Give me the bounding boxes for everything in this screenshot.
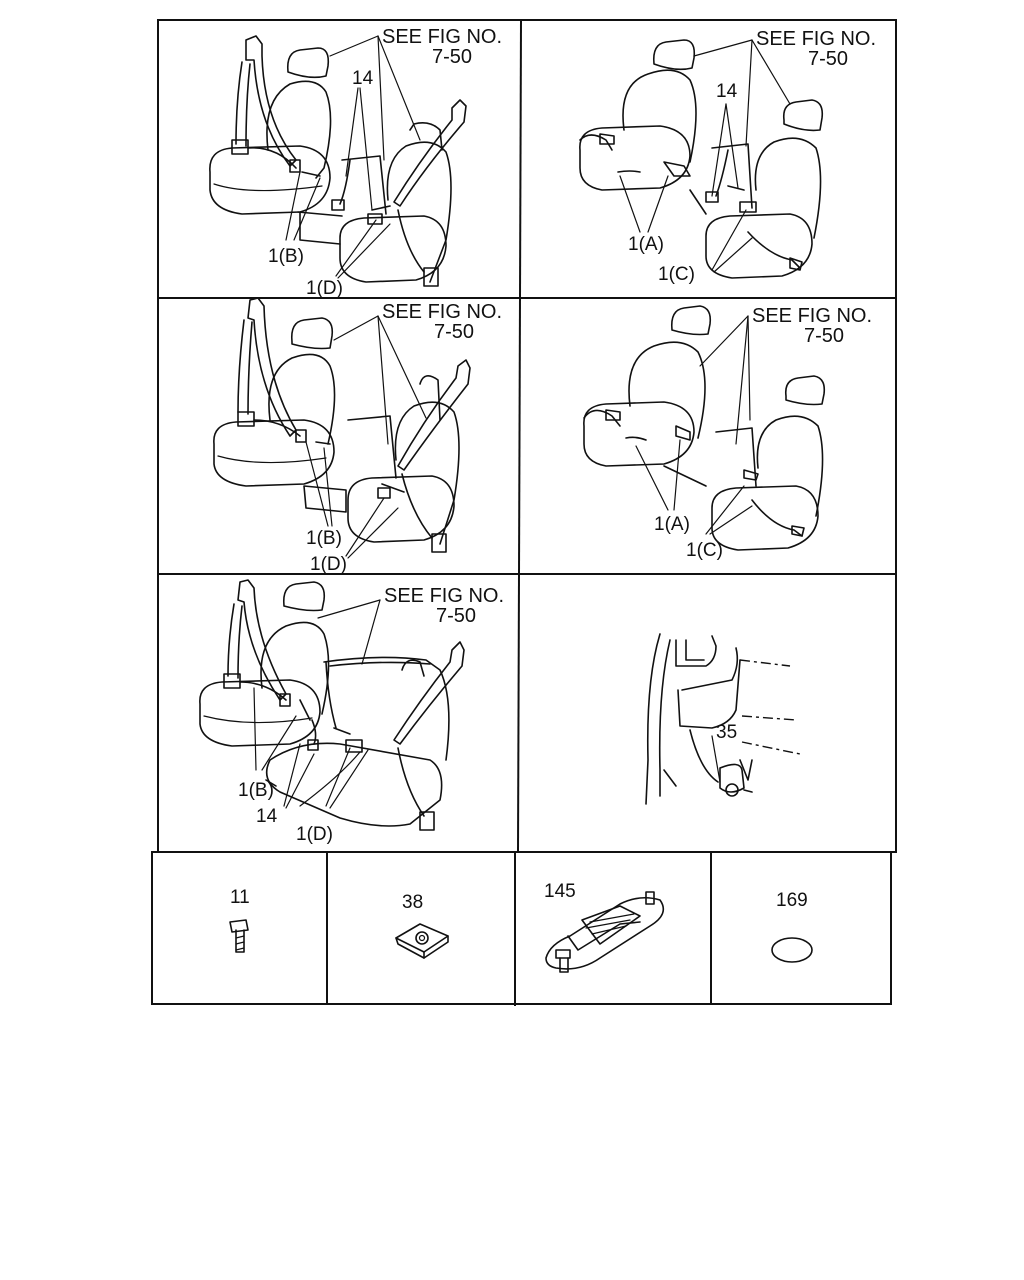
part-169-grommet: 169 (771, 890, 813, 963)
part-label-1c: 1(C) (658, 264, 695, 285)
part-label-14: 14 (716, 81, 738, 102)
part-label-35: 35 (716, 722, 737, 743)
part-label-1b: 1(B) (306, 528, 342, 549)
see-fig-label: SEE FIG NO. (756, 28, 876, 50)
panel-seatbelt-front-passenger: SEE FIG NO. 7-50 14 1(A) 1(C) (579, 28, 876, 285)
fig-number: 7-50 (434, 321, 474, 343)
panel-anchor-35: 35 (645, 633, 801, 805)
fig-number: 7-50 (432, 46, 472, 68)
see-fig-label: SEE FIG NO. (752, 305, 872, 327)
part-label-1d: 1(D) (306, 278, 343, 299)
part-label-1a: 1(A) (628, 234, 664, 255)
part-38-nut-plate: 38 (395, 892, 449, 959)
part-11-bolt: 11 (229, 887, 250, 953)
panel-seatbelt-bench: SEE FIG NO. 7-50 1(B) 14 1(D) (199, 579, 504, 845)
diagram-grid (151, 19, 897, 1006)
part-label-1d: 1(D) (310, 554, 347, 575)
part-label-1a: 1(A) (654, 514, 690, 535)
see-fig-label: SEE FIG NO. (382, 301, 502, 323)
part-label-11: 11 (230, 887, 250, 908)
fig-number: 7-50 (436, 605, 476, 627)
part-label-1b: 1(B) (268, 246, 304, 267)
fig-number: 7-50 (804, 325, 844, 347)
part-label-14: 14 (256, 806, 278, 827)
see-fig-label: SEE FIG NO. (384, 585, 504, 607)
part-label-169: 169 (776, 890, 808, 911)
part-145-bracket: 145 (544, 881, 665, 973)
fig-number: 7-50 (808, 48, 848, 70)
see-fig-label: SEE FIG NO. (382, 26, 502, 48)
panel-seatbelt-front-passenger-alt: SEE FIG NO. 7-50 1(A) 1(C) (583, 305, 872, 561)
part-label-145: 145 (544, 881, 576, 902)
part-label-1c: 1(C) (686, 540, 723, 561)
part-label-38: 38 (402, 892, 423, 913)
part-label-1d: 1(D) (296, 824, 333, 845)
panel-seatbelt-front-driver: SEE FIG NO. 7-50 14 1(B) 1(D) (209, 26, 502, 299)
panel-seatbelt-front-driver-alt: SEE FIG NO. 7-50 1(B) 1(D) (213, 297, 502, 575)
part-label-1b: 1(B) (238, 780, 274, 801)
part-label-14: 14 (352, 68, 374, 89)
